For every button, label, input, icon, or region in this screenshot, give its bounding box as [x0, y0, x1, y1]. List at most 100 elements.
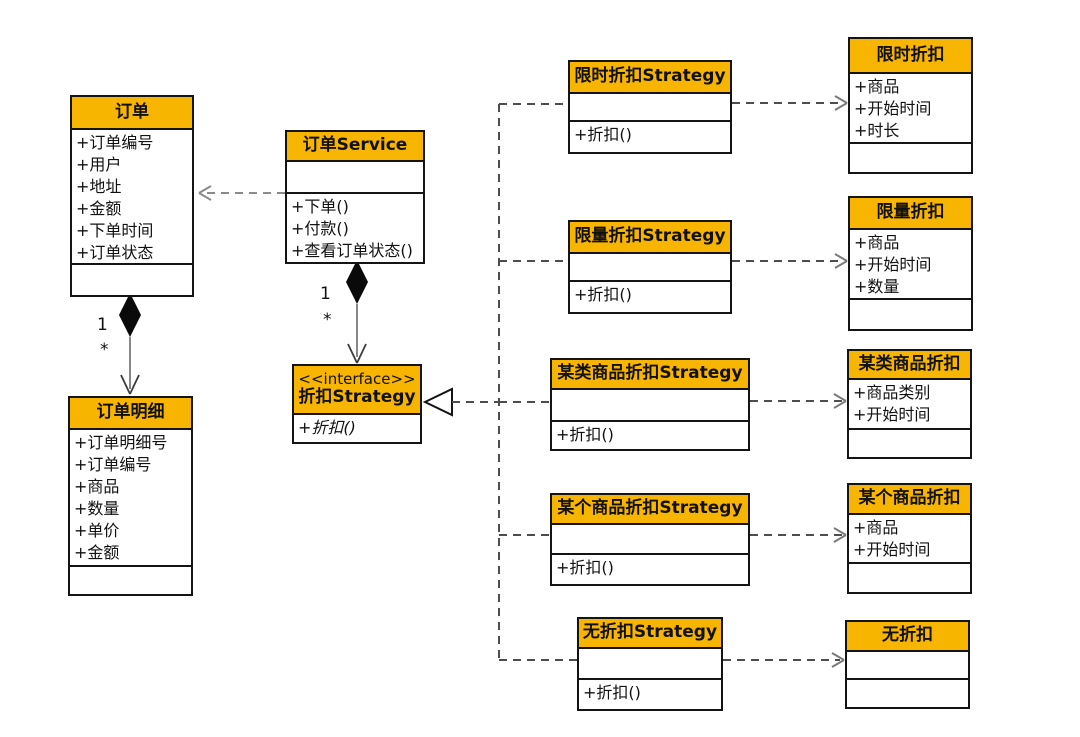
class-name: 订单明细 [96, 402, 165, 423]
attribute: +开始时间 [854, 255, 932, 274]
attributes-compartment [579, 649, 721, 680]
class-order-detail: 订单明细+订单明细号+订单编号+商品+数量+单价+金额 [68, 396, 193, 596]
methods-compartment [72, 265, 192, 295]
methods-compartment [849, 430, 970, 457]
multiplicity-label-order-detail-one: 1 [97, 315, 108, 335]
composition-diamond [119, 293, 141, 337]
attributes-compartment: +商品类别+开始时间 [849, 380, 970, 430]
class-name: 限量折扣Strategy [574, 226, 726, 247]
class-order: 订单+订单编号+用户+地址+金额+下单时间+订单状态 [70, 95, 194, 297]
class-limited-time-discount: 限时折扣 +商品 +开始时间 +时长 [848, 37, 973, 174]
attributes-compartment: +商品+开始时间+数量 [850, 230, 971, 300]
class-header: <<interface>>折扣Strategy [294, 366, 420, 415]
class-category-discount: 某类商品折扣 +商品类别+开始时间 [847, 349, 972, 459]
class-single-item-discount-strategy: 某个商品折扣Strategy +折扣() [550, 493, 750, 586]
attributes-compartment [570, 94, 730, 122]
attributes-compartment [287, 162, 423, 194]
dependency-service-to-order [198, 185, 285, 201]
class-header: 订单Service [287, 132, 423, 162]
class-discount-strategy-interface: <<interface>>折扣Strategy +折扣() [292, 364, 422, 444]
method: +付款() [291, 219, 349, 238]
class-header: 无折扣Strategy [579, 619, 721, 649]
attribute: +数量 [854, 277, 900, 296]
method: +折扣() [556, 425, 614, 444]
class-name: 折扣Strategy [298, 387, 416, 408]
class-name: 无折扣 [882, 625, 933, 646]
class-name: 某个商品折扣 [858, 488, 961, 509]
method: +下单() [291, 197, 349, 216]
class-header: 限量折扣Strategy [570, 222, 730, 254]
composition-service-to-strategy [346, 260, 368, 364]
attributes-compartment [552, 525, 748, 555]
method: +折扣() [298, 418, 356, 437]
class-header: 限时折扣 [850, 39, 971, 74]
methods-compartment [849, 564, 970, 592]
dependency-strategies-to-discounts [723, 95, 848, 668]
method: +折扣() [574, 125, 632, 144]
method: +查看订单状态() [291, 241, 413, 260]
attribute: +开始时间 [853, 540, 931, 559]
attributes-compartment: +订单编号+用户+地址+金额+下单时间+订单状态 [72, 130, 192, 265]
composition-order-to-order-detail [119, 293, 141, 395]
class-name: 某个商品折扣Strategy [557, 498, 743, 519]
class-name: 订单Service [302, 135, 408, 156]
class-no-discount-strategy: 无折扣Strategy +折扣() [577, 617, 723, 711]
attribute: +订单编号 [76, 133, 154, 152]
attribute: +商品类别 [853, 383, 931, 402]
multiplicity-label-strategy-one: 1 [320, 284, 331, 304]
class-name: 限时折扣Strategy [574, 66, 726, 87]
class-header: 某类商品折扣Strategy [552, 360, 748, 390]
attributes-compartment [552, 390, 748, 422]
methods-compartment: +折扣() [294, 415, 420, 442]
attribute: +商品 [74, 477, 120, 496]
attributes-compartment: +订单明细号+订单编号+商品+数量+单价+金额 [70, 430, 191, 567]
realization-links [422, 103, 577, 661]
attribute: +时长 [854, 121, 900, 140]
attribute: +下单时间 [76, 221, 154, 240]
methods-compartment [850, 300, 971, 329]
attribute: +开始时间 [854, 99, 932, 118]
class-header: 限时折扣Strategy [570, 62, 730, 94]
attribute: +商品 [853, 518, 899, 537]
class-no-discount: 无折扣 [845, 620, 970, 709]
methods-compartment [70, 567, 191, 594]
dependency-category [750, 393, 847, 409]
methods-compartment [850, 144, 971, 172]
class-header: 订单 [72, 97, 192, 130]
class-name: 某类商品折扣 [858, 353, 961, 374]
attribute: +商品 [854, 77, 900, 96]
attributes-compartment: +商品 +开始时间 +时长 [850, 74, 971, 144]
realization-triangle [422, 387, 453, 417]
attribute: +金额 [76, 199, 122, 218]
attributes-compartment [570, 254, 730, 282]
class-single-item-discount: 某个商品折扣 +商品 +开始时间 [847, 483, 972, 594]
class-limited-quantity-discount: 限量折扣+商品+开始时间+数量 [848, 196, 973, 331]
multiplicity-label-strategy-many: * [323, 310, 332, 330]
attribute: +订单状态 [76, 243, 154, 262]
methods-compartment: +折扣() [552, 555, 748, 584]
class-header: 限量折扣 [850, 198, 971, 230]
composition-diamond [346, 260, 368, 304]
attribute: +订单编号 [74, 455, 152, 474]
methods-compartment [847, 680, 968, 707]
class-name: 无折扣Strategy [582, 622, 718, 643]
attribute: +用户 [76, 155, 122, 174]
class-header: 某个商品折扣 [849, 485, 970, 515]
class-header: 某个商品折扣Strategy [552, 495, 748, 525]
class-name: 订单 [115, 101, 149, 122]
dependency-limited-time [732, 95, 848, 111]
dependency-single-item [750, 527, 847, 543]
class-header: 订单明细 [70, 398, 191, 430]
multiplicity-label-order-detail-many: * [100, 340, 109, 360]
dependency-limited-quantity [732, 253, 848, 269]
class-name: 限时折扣 [876, 44, 945, 65]
methods-compartment: +折扣() [552, 422, 748, 449]
class-order-service: 订单Service +下单() +付款() +查看订单状态() [285, 130, 425, 264]
methods-compartment: +下单() +付款() +查看订单状态() [287, 194, 423, 262]
method: +折扣() [583, 683, 641, 702]
attributes-compartment [847, 652, 968, 680]
class-limited-time-strategy: 限时折扣Strategy +折扣() [568, 60, 732, 154]
method: +折扣() [556, 558, 614, 577]
